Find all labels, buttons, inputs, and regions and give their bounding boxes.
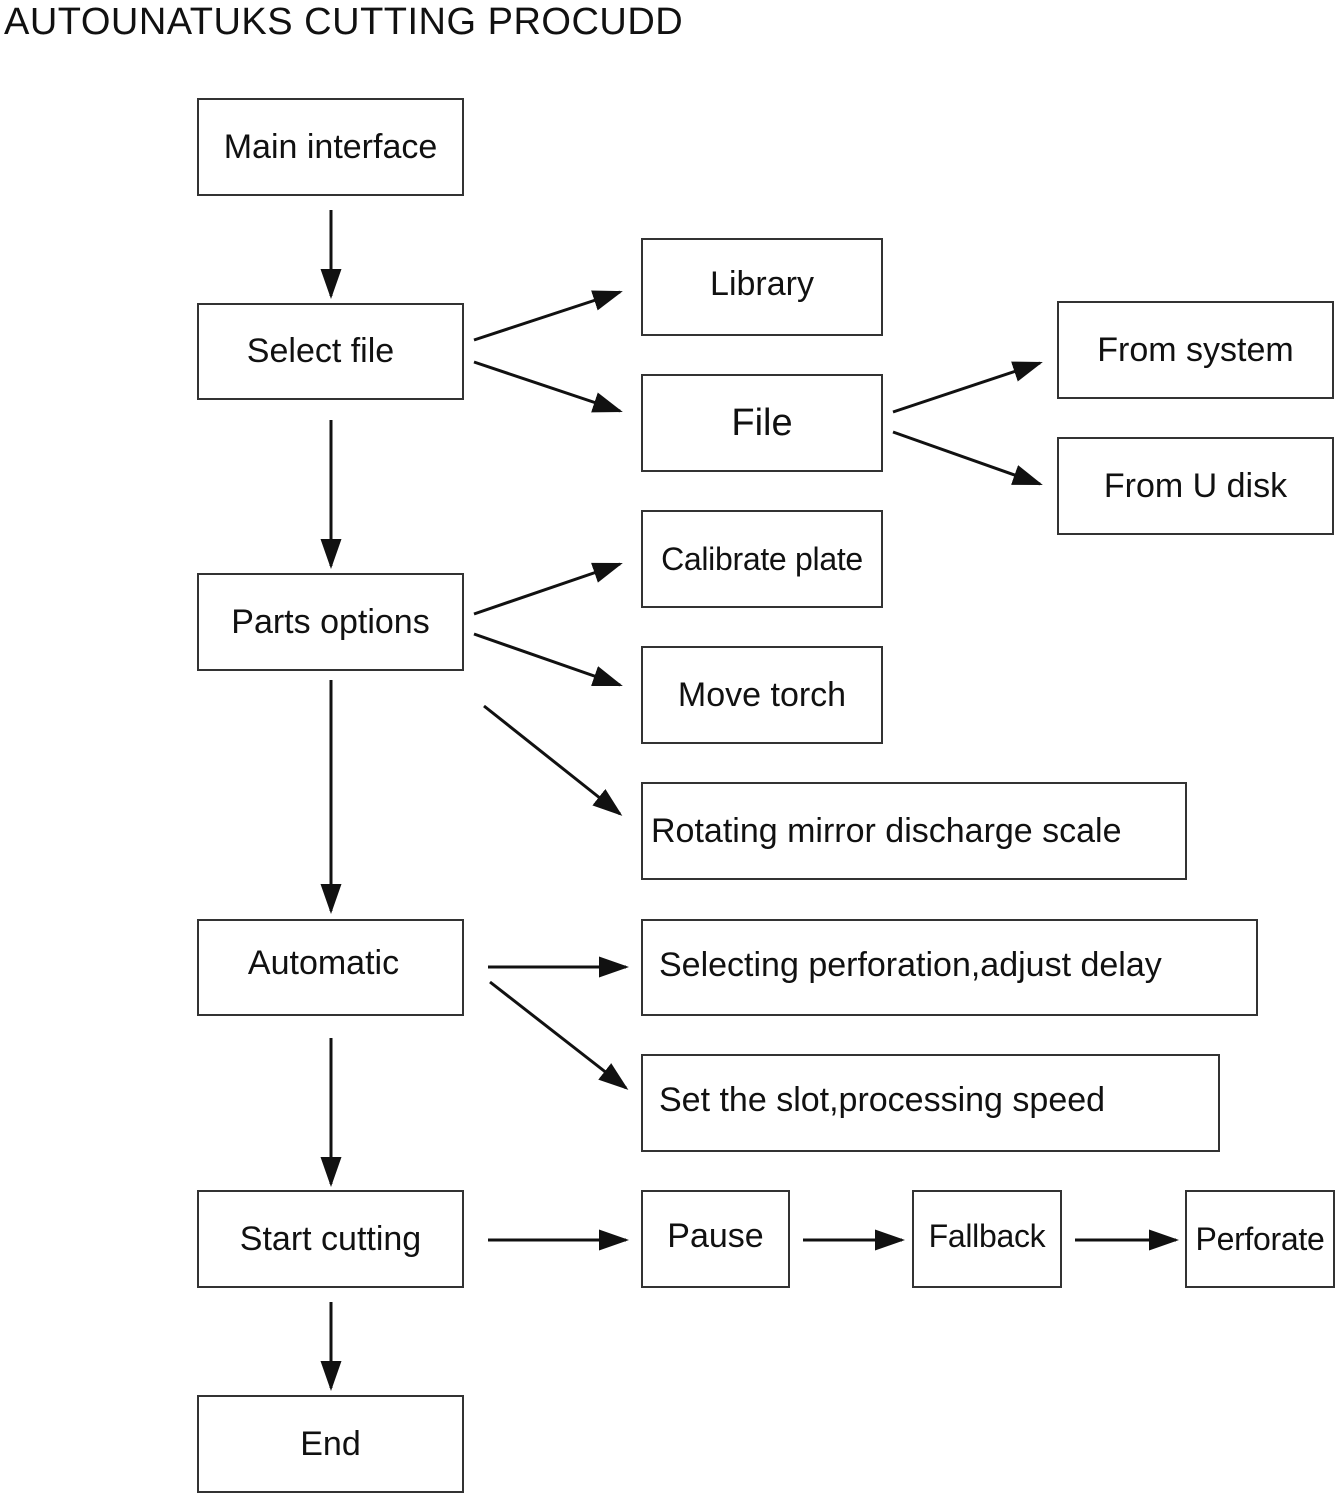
library-box: Library bbox=[641, 238, 883, 336]
calibrate-plate-box: Calibrate plate bbox=[641, 510, 883, 608]
from-u-disk-box: From U disk bbox=[1057, 437, 1334, 535]
parts-options-box: Parts options bbox=[197, 573, 464, 671]
selecting-perforation-box: Selecting perforation,adjust delay bbox=[641, 919, 1258, 1016]
end-label: End bbox=[300, 1424, 361, 1463]
automatic-box: Automatic bbox=[197, 919, 464, 1016]
main-interface-box: Main interface bbox=[197, 98, 464, 196]
arrow-automatic-to-setslot bbox=[489, 980, 629, 1090]
diagram-title: AUTOUNATUKS CUTTING PROCUDD bbox=[4, 1, 684, 43]
start-cutting-box: Start cutting bbox=[197, 1190, 464, 1288]
file-box: File bbox=[641, 374, 883, 472]
file-label: File bbox=[731, 401, 793, 444]
rotating-mirror-label: Rotating mirror discharge scale bbox=[651, 811, 1122, 850]
arrow-select-to-file bbox=[473, 360, 623, 413]
set-slot-label: Set the slot,processing speed bbox=[659, 1080, 1106, 1119]
fallback-label: Fallback bbox=[928, 1217, 1046, 1254]
select-file-box: Select file bbox=[197, 303, 464, 400]
parts-options-label: Parts options bbox=[231, 602, 430, 641]
arrow-parts-to-rotating bbox=[483, 704, 623, 816]
fallback-box: Fallback bbox=[912, 1190, 1062, 1288]
selecting-perforation-label: Selecting perforation,adjust delay bbox=[659, 946, 1162, 984]
from-u-disk-label: From U disk bbox=[1103, 466, 1288, 505]
arrow-parts-to-calibrate bbox=[473, 562, 623, 616]
from-system-label: From system bbox=[1097, 330, 1294, 369]
select-file-label: Select file bbox=[246, 332, 395, 370]
from-system-box: From system bbox=[1057, 301, 1334, 399]
pause-box: Pause bbox=[641, 1190, 790, 1288]
perforate-label: Perforate bbox=[1195, 1220, 1325, 1257]
rotating-mirror-box: Rotating mirror discharge scale bbox=[641, 782, 1187, 880]
move-torch-label: Move torch bbox=[677, 675, 847, 714]
set-slot-box: Set the slot,processing speed bbox=[641, 1054, 1220, 1152]
main-interface-label: Main interface bbox=[223, 127, 438, 166]
move-torch-box: Move torch bbox=[641, 646, 883, 744]
arrow-parts-to-move-torch bbox=[473, 632, 623, 687]
arrow-file-to-udisk bbox=[892, 430, 1043, 486]
end-box: End bbox=[197, 1395, 464, 1493]
library-label: Library bbox=[710, 264, 814, 303]
start-cutting-label: Start cutting bbox=[239, 1219, 422, 1258]
arrow-select-to-library bbox=[473, 290, 623, 342]
perforate-box: Perforate bbox=[1185, 1190, 1335, 1288]
automatic-label: Automatic bbox=[247, 944, 400, 982]
calibrate-plate-label: Calibrate plate bbox=[661, 540, 863, 577]
pause-label: Pause bbox=[667, 1216, 764, 1255]
arrow-file-to-system bbox=[892, 361, 1043, 414]
